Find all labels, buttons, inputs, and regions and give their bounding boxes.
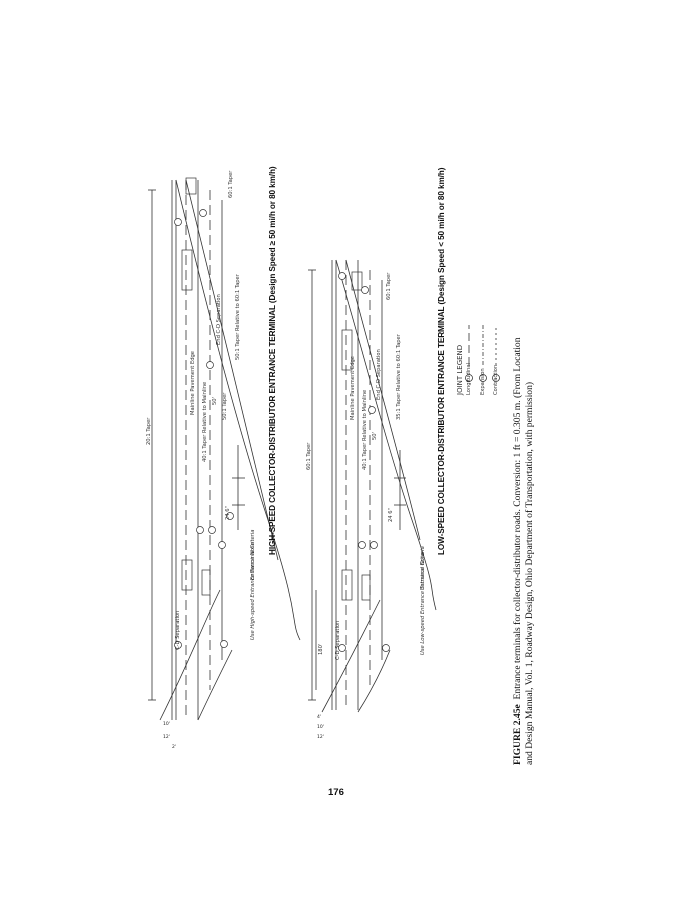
lower-cd-separation-label: C-D Separation <box>335 620 341 660</box>
upper-mainline-edge-label: Mainline Pavement Edge <box>190 351 196 415</box>
caption-line-1: Entrance terminals for collector-distrib… <box>512 337 523 700</box>
upper-taper-40-label: 40:1 Taper Relative to Mainline <box>202 381 208 462</box>
lower-taper-label: 60:1 Taper <box>306 442 312 470</box>
lower-diagram-lines <box>308 259 437 713</box>
upper-criteria-label: Use High-speed Entrance Terminal Criteri… <box>250 529 256 640</box>
lower-criteria-label: Use Low-speed Entrance Terminal Criteria <box>420 546 426 655</box>
upper-dim-24: 24 6" <box>225 506 231 520</box>
upper-taper-60-label: 60:1 Taper <box>228 170 234 198</box>
svg-text:2': 2' <box>172 744 176 750</box>
upper-taper-label: 20:1 Taper <box>146 417 152 445</box>
page-number: 176 <box>328 787 344 798</box>
upper-dim-50: 50' <box>212 396 218 405</box>
joint-legend-item-expansion: Expansion <box>480 368 486 395</box>
svg-text:4': 4' <box>317 714 321 720</box>
lower-dim-180: 180' <box>318 643 324 655</box>
upper-cd-separation-label: C-D Separation <box>175 610 181 650</box>
figure-caption: FIGURE 2.45e Entrance terminals for coll… <box>512 337 535 765</box>
joint-legend-symbols <box>465 325 500 382</box>
svg-text:10': 10' <box>163 721 170 727</box>
lower-dim-24: 24 6" <box>388 508 394 522</box>
lower-taper-35-label: 35:1 Taper Relative to 60:1 Taper <box>396 334 402 420</box>
upper-diagram-title: HIGH-SPEED COLLECTOR-DISTRIBUTOR ENTRANC… <box>268 166 277 555</box>
svg-text:12': 12' <box>317 734 324 740</box>
joint-legend-item-longitudinal: Longitudinal <box>466 363 472 395</box>
lower-mainline-edge-label: Mainline Pavement Edge <box>350 356 356 420</box>
lower-taper-60-label: 60:1 Taper <box>386 272 392 300</box>
caption-line-2: and Design Manual, Vol. 1, Roadway Desig… <box>523 381 535 765</box>
svg-text:10': 10' <box>317 724 324 730</box>
figure-number: FIGURE 2.45e <box>512 704 523 765</box>
upper-taper-50-short: 50:1 Taper <box>222 392 228 420</box>
lower-diagram-title: LOW-SPEED COLLECTOR-DISTRIBUTOR ENTRANCE… <box>437 167 446 555</box>
joint-legend-title: JOINT LEGEND <box>456 344 464 395</box>
lower-callout-markers <box>338 272 390 652</box>
lower-sep-end-label: End C-D Separation <box>376 349 382 400</box>
upper-sep-end-label: End C-D Separation <box>216 294 222 345</box>
svg-text:12': 12' <box>163 734 170 740</box>
upper-diagram-lines <box>148 177 301 721</box>
upper-taper-50-label: 50:1 Taper Relative to 60:1 Taper <box>235 274 241 360</box>
joint-legend-item-contraction: Contraction <box>493 364 499 395</box>
lower-taper-40-label: 40:1 Taper Relative to Mainline <box>362 389 368 470</box>
lower-dim-50: 50' <box>372 431 378 440</box>
dimension-labels: 10' 12' 2' 4' 10' 12' <box>163 714 324 750</box>
upper-callout-markers <box>174 209 234 649</box>
